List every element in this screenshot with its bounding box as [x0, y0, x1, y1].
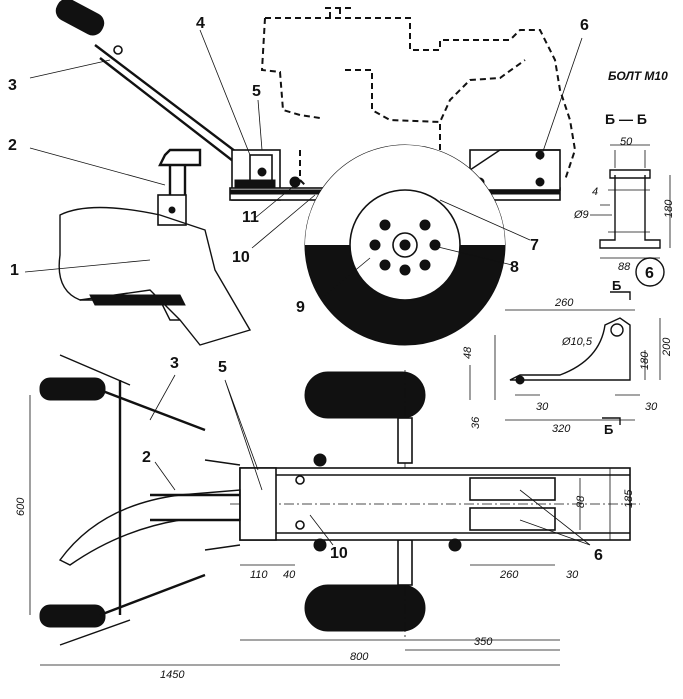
- callout-11: 11: [242, 209, 259, 226]
- callout-10: 10: [232, 249, 250, 266]
- leader-lines: [24, 29, 591, 546]
- callout-9: 9: [296, 299, 305, 316]
- dimension-labels: 50 4 Ø9 180 88 260 Ø10,5 48 36 30 30 320…: [15, 136, 675, 681]
- dim-180-section: 180: [663, 199, 675, 218]
- callout-labels: 3 2 1 4 5 6 11 10 7 8 9 3 2 5 10 6: [8, 15, 603, 564]
- callout-3: 3: [8, 77, 17, 94]
- dim-30-left: 30: [536, 401, 549, 413]
- wheel-plan-bottom: [304, 584, 426, 632]
- detail-labels: БОЛТ М10 Б — Б 6 Б Б: [604, 69, 668, 437]
- bolt-label: БОЛТ М10: [608, 69, 668, 83]
- dim-30-plan: 30: [566, 569, 579, 581]
- dim-40: 40: [283, 569, 296, 581]
- detail-6: [469, 291, 661, 425]
- plan-view: [29, 354, 640, 666]
- dim-350: 350: [474, 636, 493, 648]
- dim-800: 800: [350, 651, 369, 663]
- dim-9: Ø9: [573, 209, 589, 221]
- callout-7: 7: [530, 237, 539, 254]
- dim-110: 110: [250, 569, 268, 581]
- dim-320: 320: [552, 423, 571, 435]
- dim-1450: 1450: [160, 669, 185, 681]
- wheel-plan-top: [304, 371, 426, 419]
- detail-number: 6: [645, 265, 654, 282]
- dim-260-plan: 260: [499, 569, 519, 581]
- callout-1: 1: [10, 262, 19, 279]
- handle-grip-top: [39, 377, 106, 401]
- plan-callout-2: 2: [142, 449, 151, 466]
- dim-200: 200: [661, 337, 673, 357]
- dim-50: 50: [620, 136, 633, 148]
- dim-88-plan: 88: [575, 495, 587, 508]
- section-label: Б — Б: [605, 111, 647, 127]
- section-view: [590, 144, 671, 287]
- dim-88-section: 88: [618, 261, 631, 273]
- dim-260-detail: 260: [554, 297, 574, 309]
- callout-8: 8: [510, 259, 519, 276]
- dim-10-5: Ø10,5: [561, 336, 593, 348]
- callout-2: 2: [8, 137, 17, 154]
- plan-callout-5: 5: [218, 359, 227, 376]
- dim-4: 4: [592, 186, 598, 198]
- handle-grip-bottom: [39, 604, 106, 628]
- dim-36: 36: [470, 416, 482, 429]
- cut-marker-bottom: Б: [604, 422, 613, 437]
- cut-marker-top: Б: [612, 278, 621, 293]
- callout-6: 6: [580, 17, 589, 34]
- dim-180-detail: 180: [639, 351, 651, 370]
- dim-185: 185: [623, 489, 635, 508]
- side-view: [55, 0, 577, 346]
- plan-callout-6: 6: [594, 547, 603, 564]
- dim-30-right: 30: [645, 401, 658, 413]
- dim-600: 600: [15, 497, 27, 516]
- plan-callout-3: 3: [170, 355, 179, 372]
- callout-5: 5: [252, 83, 261, 100]
- dim-48: 48: [462, 346, 474, 359]
- handle-grip-side: [55, 0, 105, 36]
- plan-callout-10: 10: [330, 545, 348, 562]
- callout-4: 4: [196, 15, 205, 32]
